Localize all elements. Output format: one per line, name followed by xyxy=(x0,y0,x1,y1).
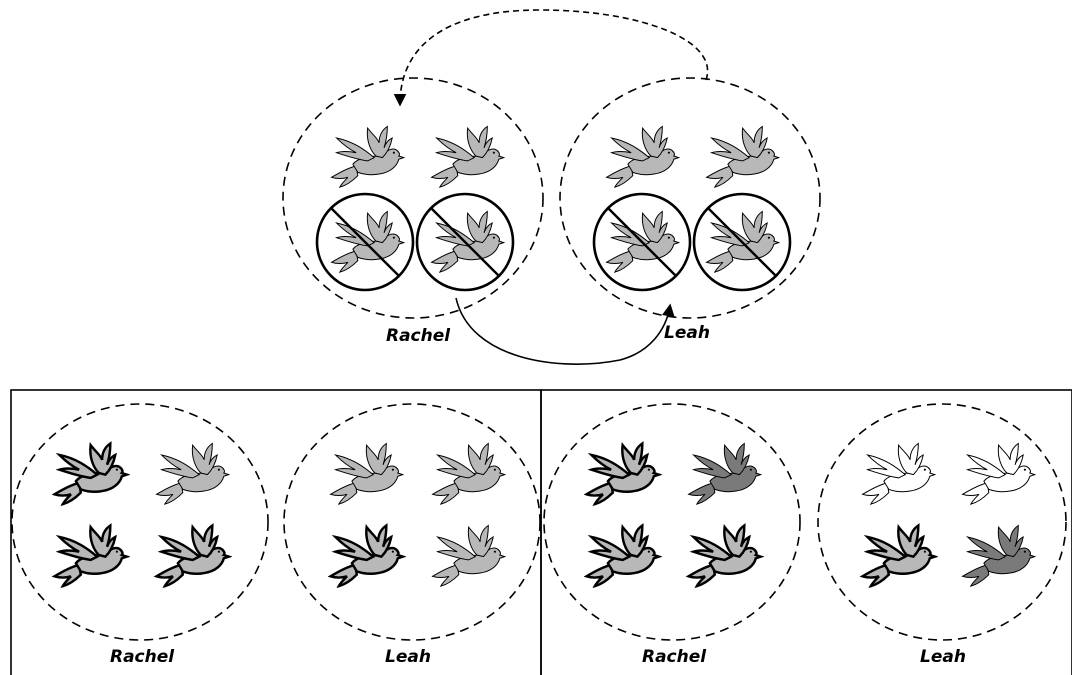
rachel-group-ring xyxy=(544,404,800,640)
dove-icon xyxy=(433,525,505,586)
dove-icon xyxy=(587,525,659,586)
dove-icon xyxy=(863,525,935,586)
rachel-label: Rachel xyxy=(110,647,175,667)
leah-group-ring xyxy=(560,78,820,318)
dove-icon xyxy=(157,443,229,504)
dove-icon xyxy=(55,525,127,586)
panel-1-diagram: Rachel Leah xyxy=(12,404,540,667)
rachel-label: Rachel xyxy=(642,647,707,667)
dove-icon xyxy=(332,126,404,187)
dove-icon xyxy=(689,443,761,504)
dove-icon xyxy=(432,126,504,187)
rachel-group-ring xyxy=(12,404,268,640)
panel-right xyxy=(541,390,1072,675)
dove-icon xyxy=(331,443,403,504)
dove-icon xyxy=(433,443,505,504)
dove-icon xyxy=(331,525,403,586)
dove-icon xyxy=(157,525,229,586)
rachel-group-ring xyxy=(283,78,543,318)
leah-label: Leah xyxy=(920,647,966,667)
dove-icon xyxy=(689,525,761,586)
leah-group-ring xyxy=(818,404,1066,640)
dove-icon xyxy=(607,126,679,187)
dove-icon xyxy=(963,443,1035,504)
dove-icon xyxy=(587,443,659,504)
dove-icon xyxy=(55,443,127,504)
top-diagram: Rachel Leah xyxy=(283,10,820,364)
leah-label: Leah xyxy=(385,647,431,667)
leah-group-ring xyxy=(284,404,540,640)
dove-icon xyxy=(863,443,935,504)
dove-icon xyxy=(707,126,779,187)
rachel-label: Rachel xyxy=(386,326,451,346)
dove-icon xyxy=(963,525,1035,586)
curved-arrow-icon xyxy=(456,298,670,364)
curved-arrow-icon xyxy=(400,10,708,104)
leah-label: Leah xyxy=(664,323,710,343)
panel-2-diagram: Rachel Leah xyxy=(544,404,1066,667)
